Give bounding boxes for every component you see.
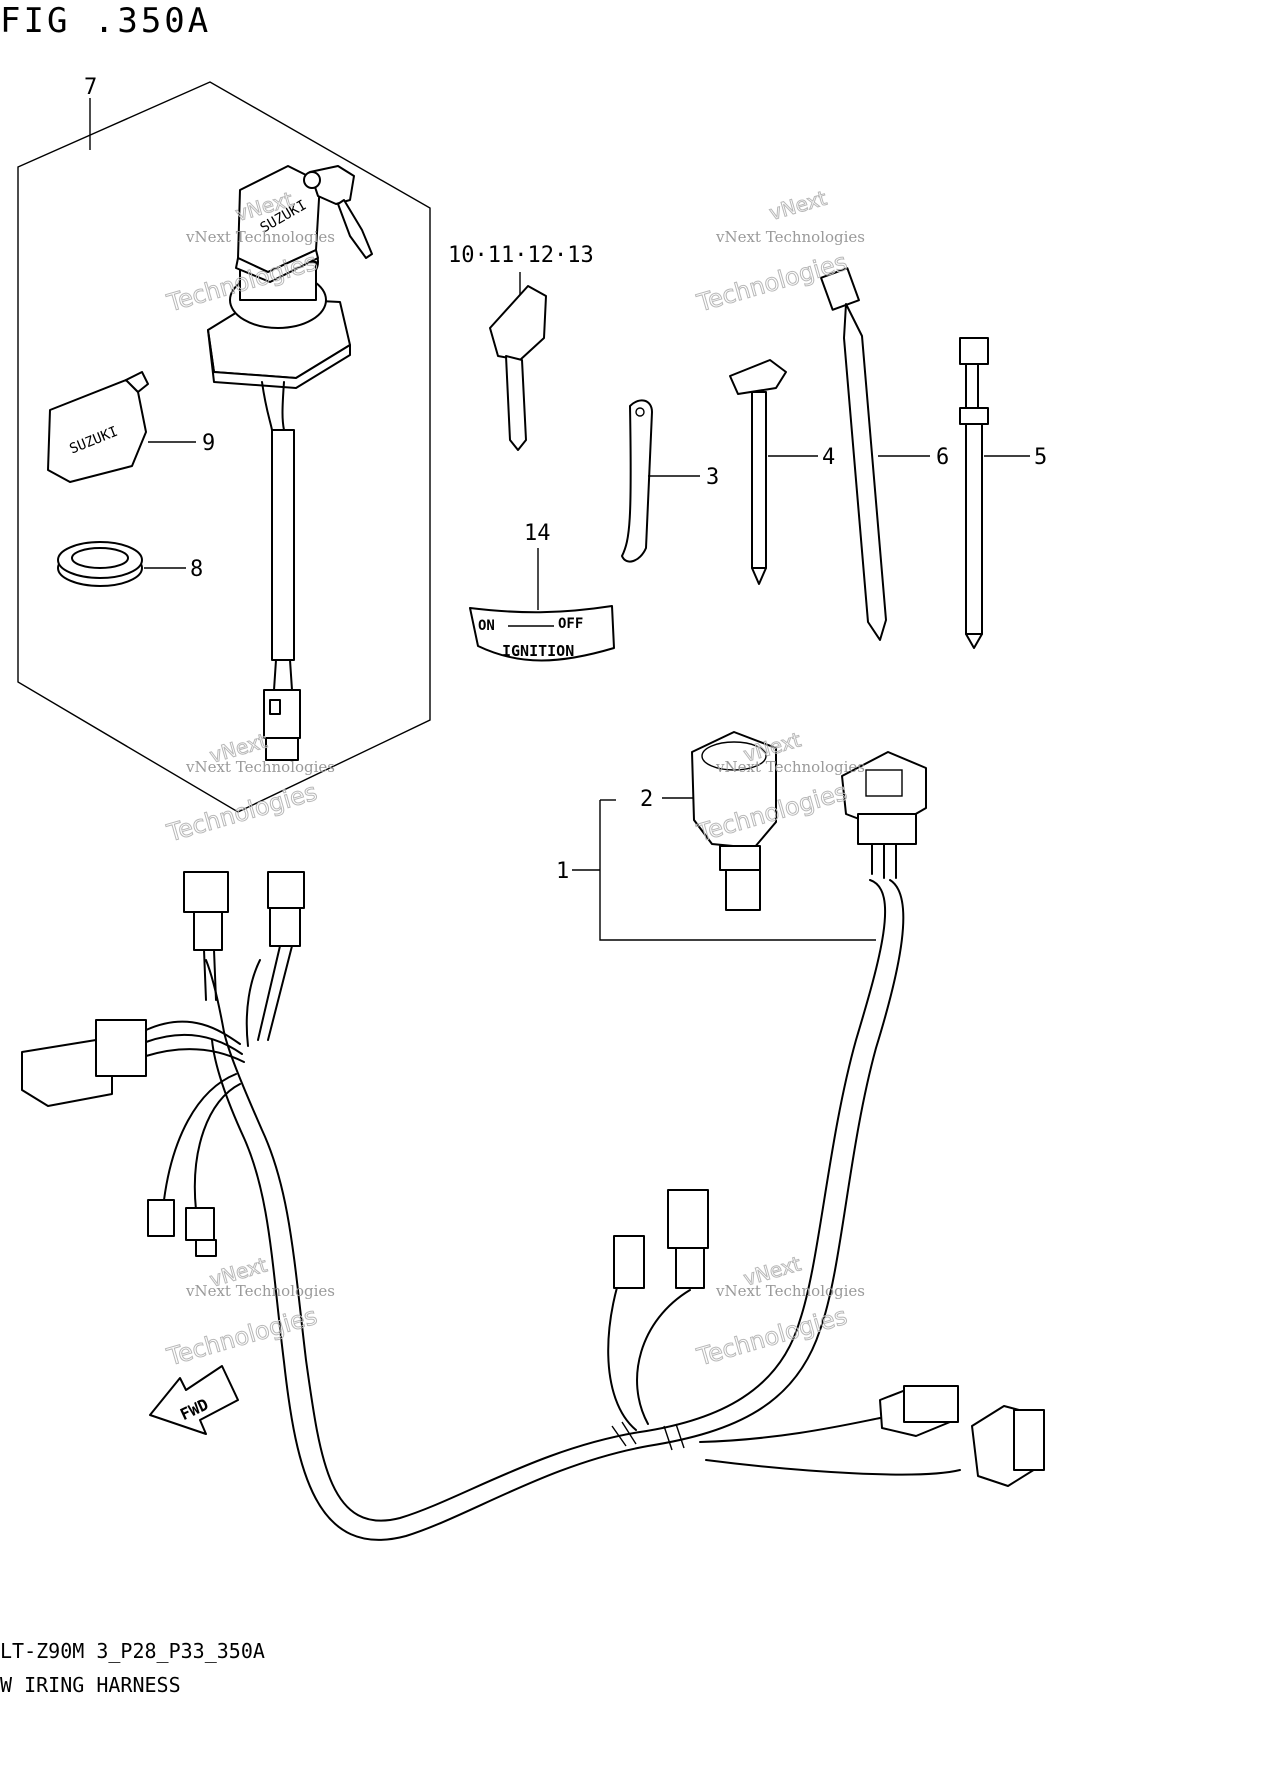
callout-5: 5 (1034, 445, 1047, 470)
watermark-big-top: vNext (766, 186, 829, 225)
watermark-bottom-right: vNext Technologies vNext Technologies (693, 1251, 865, 1372)
switch-cap-illustration: SUZUKI (47, 371, 149, 483)
watermark-text: vNext Technologies (715, 228, 865, 246)
bracket-1 (599, 800, 876, 941)
tie-part-5: 5 (959, 337, 1047, 649)
callout-1: 1 (556, 859, 569, 884)
ignition-switch-illustration: SUZUKI (207, 165, 373, 761)
footer-code: LT-Z90M 3_P28_P33_350A (0, 1639, 265, 1663)
ring-nut-illustration (57, 541, 143, 587)
callout-6: 6 (936, 445, 949, 470)
key-illustration (489, 285, 547, 361)
grommet-illustration (691, 731, 777, 849)
strip-part-3: 3 (621, 399, 719, 563)
key-blank-group: 10·11·12·13 (448, 243, 594, 451)
wiring-harness-illustration (21, 871, 1045, 1541)
kit-frame (17, 81, 431, 813)
callout-7: 7 (84, 75, 97, 100)
tie-part-6: 6 (820, 267, 949, 641)
callout-3: 3 (706, 465, 719, 490)
watermark-big-bottom: Technologies (163, 778, 320, 848)
watermark-text: vNext Technologies (185, 758, 335, 776)
figure-title: FIG .350A (0, 1, 211, 41)
decal-plate (469, 605, 615, 662)
ignition-switch-kit: 7 SUZUKI SUZUK (17, 75, 431, 813)
callout-4: 4 (822, 445, 835, 470)
decal-on-text: ON (478, 618, 495, 634)
clamp-part-4: 4 (729, 359, 835, 585)
callout-14: 14 (524, 521, 551, 546)
watermark-text: vNext Technologies (185, 1282, 335, 1300)
watermark-bottom-left: vNext Technologies vNext Technologies (163, 1252, 335, 1372)
callout-10-13: 10·11·12·13 (448, 243, 594, 268)
callout-9: 9 (202, 431, 215, 456)
watermark-text: vNext Technologies (185, 228, 335, 246)
decal-off-text: OFF (558, 616, 583, 632)
watermark-text: vNext Technologies (715, 1282, 865, 1300)
watermark-mid-left: vNext Technologies vNext Technologies (163, 728, 335, 848)
decal-ignition-text: IGNITION (502, 642, 574, 660)
ignition-decal-part-14: 14 ON OFF IGNITION (469, 521, 615, 662)
main-connector-illustration (841, 751, 927, 831)
watermark-big-bottom: Technologies (693, 1302, 850, 1372)
callout-2: 2 (640, 787, 653, 812)
callout-8: 8 (190, 557, 203, 582)
footer-name: W IRING HARNESS (0, 1673, 181, 1697)
forward-direction-arrow: FWD (149, 1365, 239, 1435)
watermark-text: vNext Technologies (715, 758, 865, 776)
watermark-big-bottom: Technologies (163, 1302, 320, 1372)
harness-bracket-1-2: 1 2 (556, 731, 927, 941)
